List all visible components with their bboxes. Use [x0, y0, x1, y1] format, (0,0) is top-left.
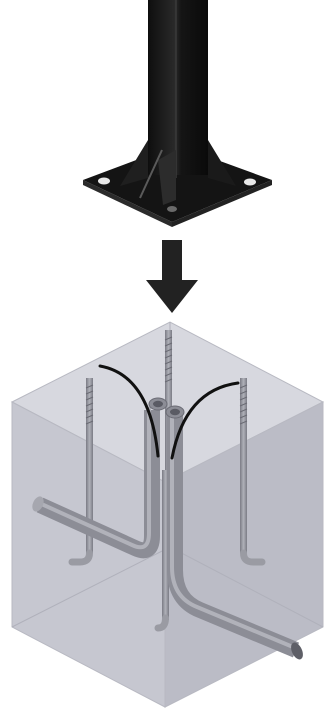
- conduit-pipes: [32, 397, 303, 660]
- anchor-bolt-left: [68, 378, 94, 566]
- post-assembly: [83, 0, 272, 227]
- down-arrow-icon: [146, 240, 198, 313]
- bolt-hole: [98, 177, 110, 185]
- conduit-wires: [98, 364, 240, 460]
- bolt-hole: [167, 206, 177, 212]
- base-plate: [83, 145, 272, 222]
- anchor-bolt-right: [239, 378, 266, 566]
- post-column: [148, 0, 208, 175]
- gusset-left: [120, 140, 148, 186]
- gusset-right: [208, 140, 236, 186]
- anchor-bolt-front: [154, 470, 169, 632]
- base-plate-edge: [83, 180, 172, 227]
- gusset-front: [158, 150, 176, 205]
- wire-left: [98, 364, 160, 458]
- bolt-hole: [244, 178, 256, 186]
- wire-right: [170, 381, 240, 460]
